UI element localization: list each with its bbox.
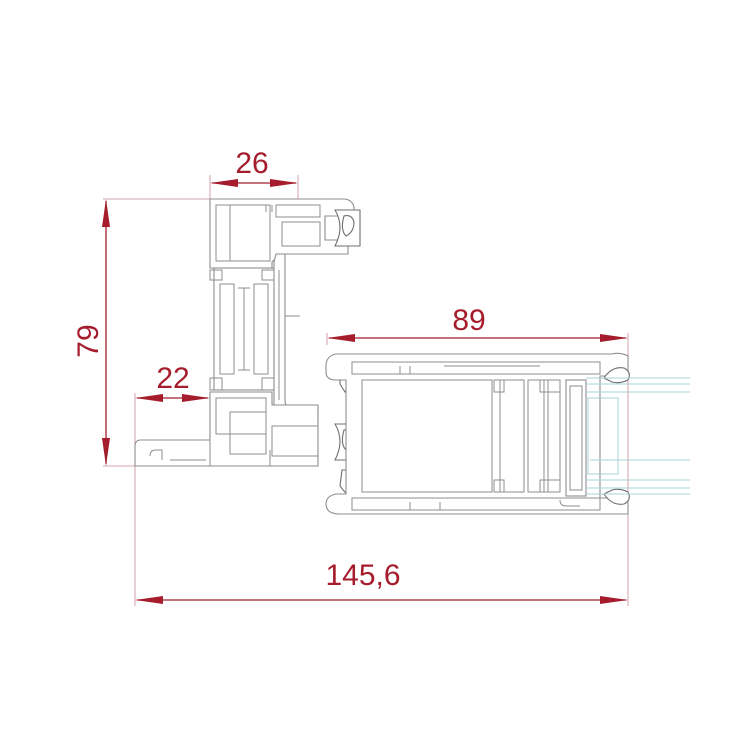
dimension-89: [327, 334, 628, 342]
dimension-79: [102, 199, 110, 466]
dimension-145-6: [135, 596, 628, 604]
dimension-label-145-6: 145,6: [325, 559, 400, 592]
dimension-label-22: 22: [156, 362, 189, 395]
dimension-label-79: 79: [72, 324, 105, 357]
dimension-22: [135, 394, 210, 402]
glass-unit: [586, 377, 690, 495]
dimension-label-89: 89: [452, 304, 485, 337]
dimension-26: [210, 179, 298, 187]
dimension-label-26: 26: [235, 147, 268, 180]
frame-profile: [134, 198, 355, 467]
sash-profile: [325, 352, 630, 515]
